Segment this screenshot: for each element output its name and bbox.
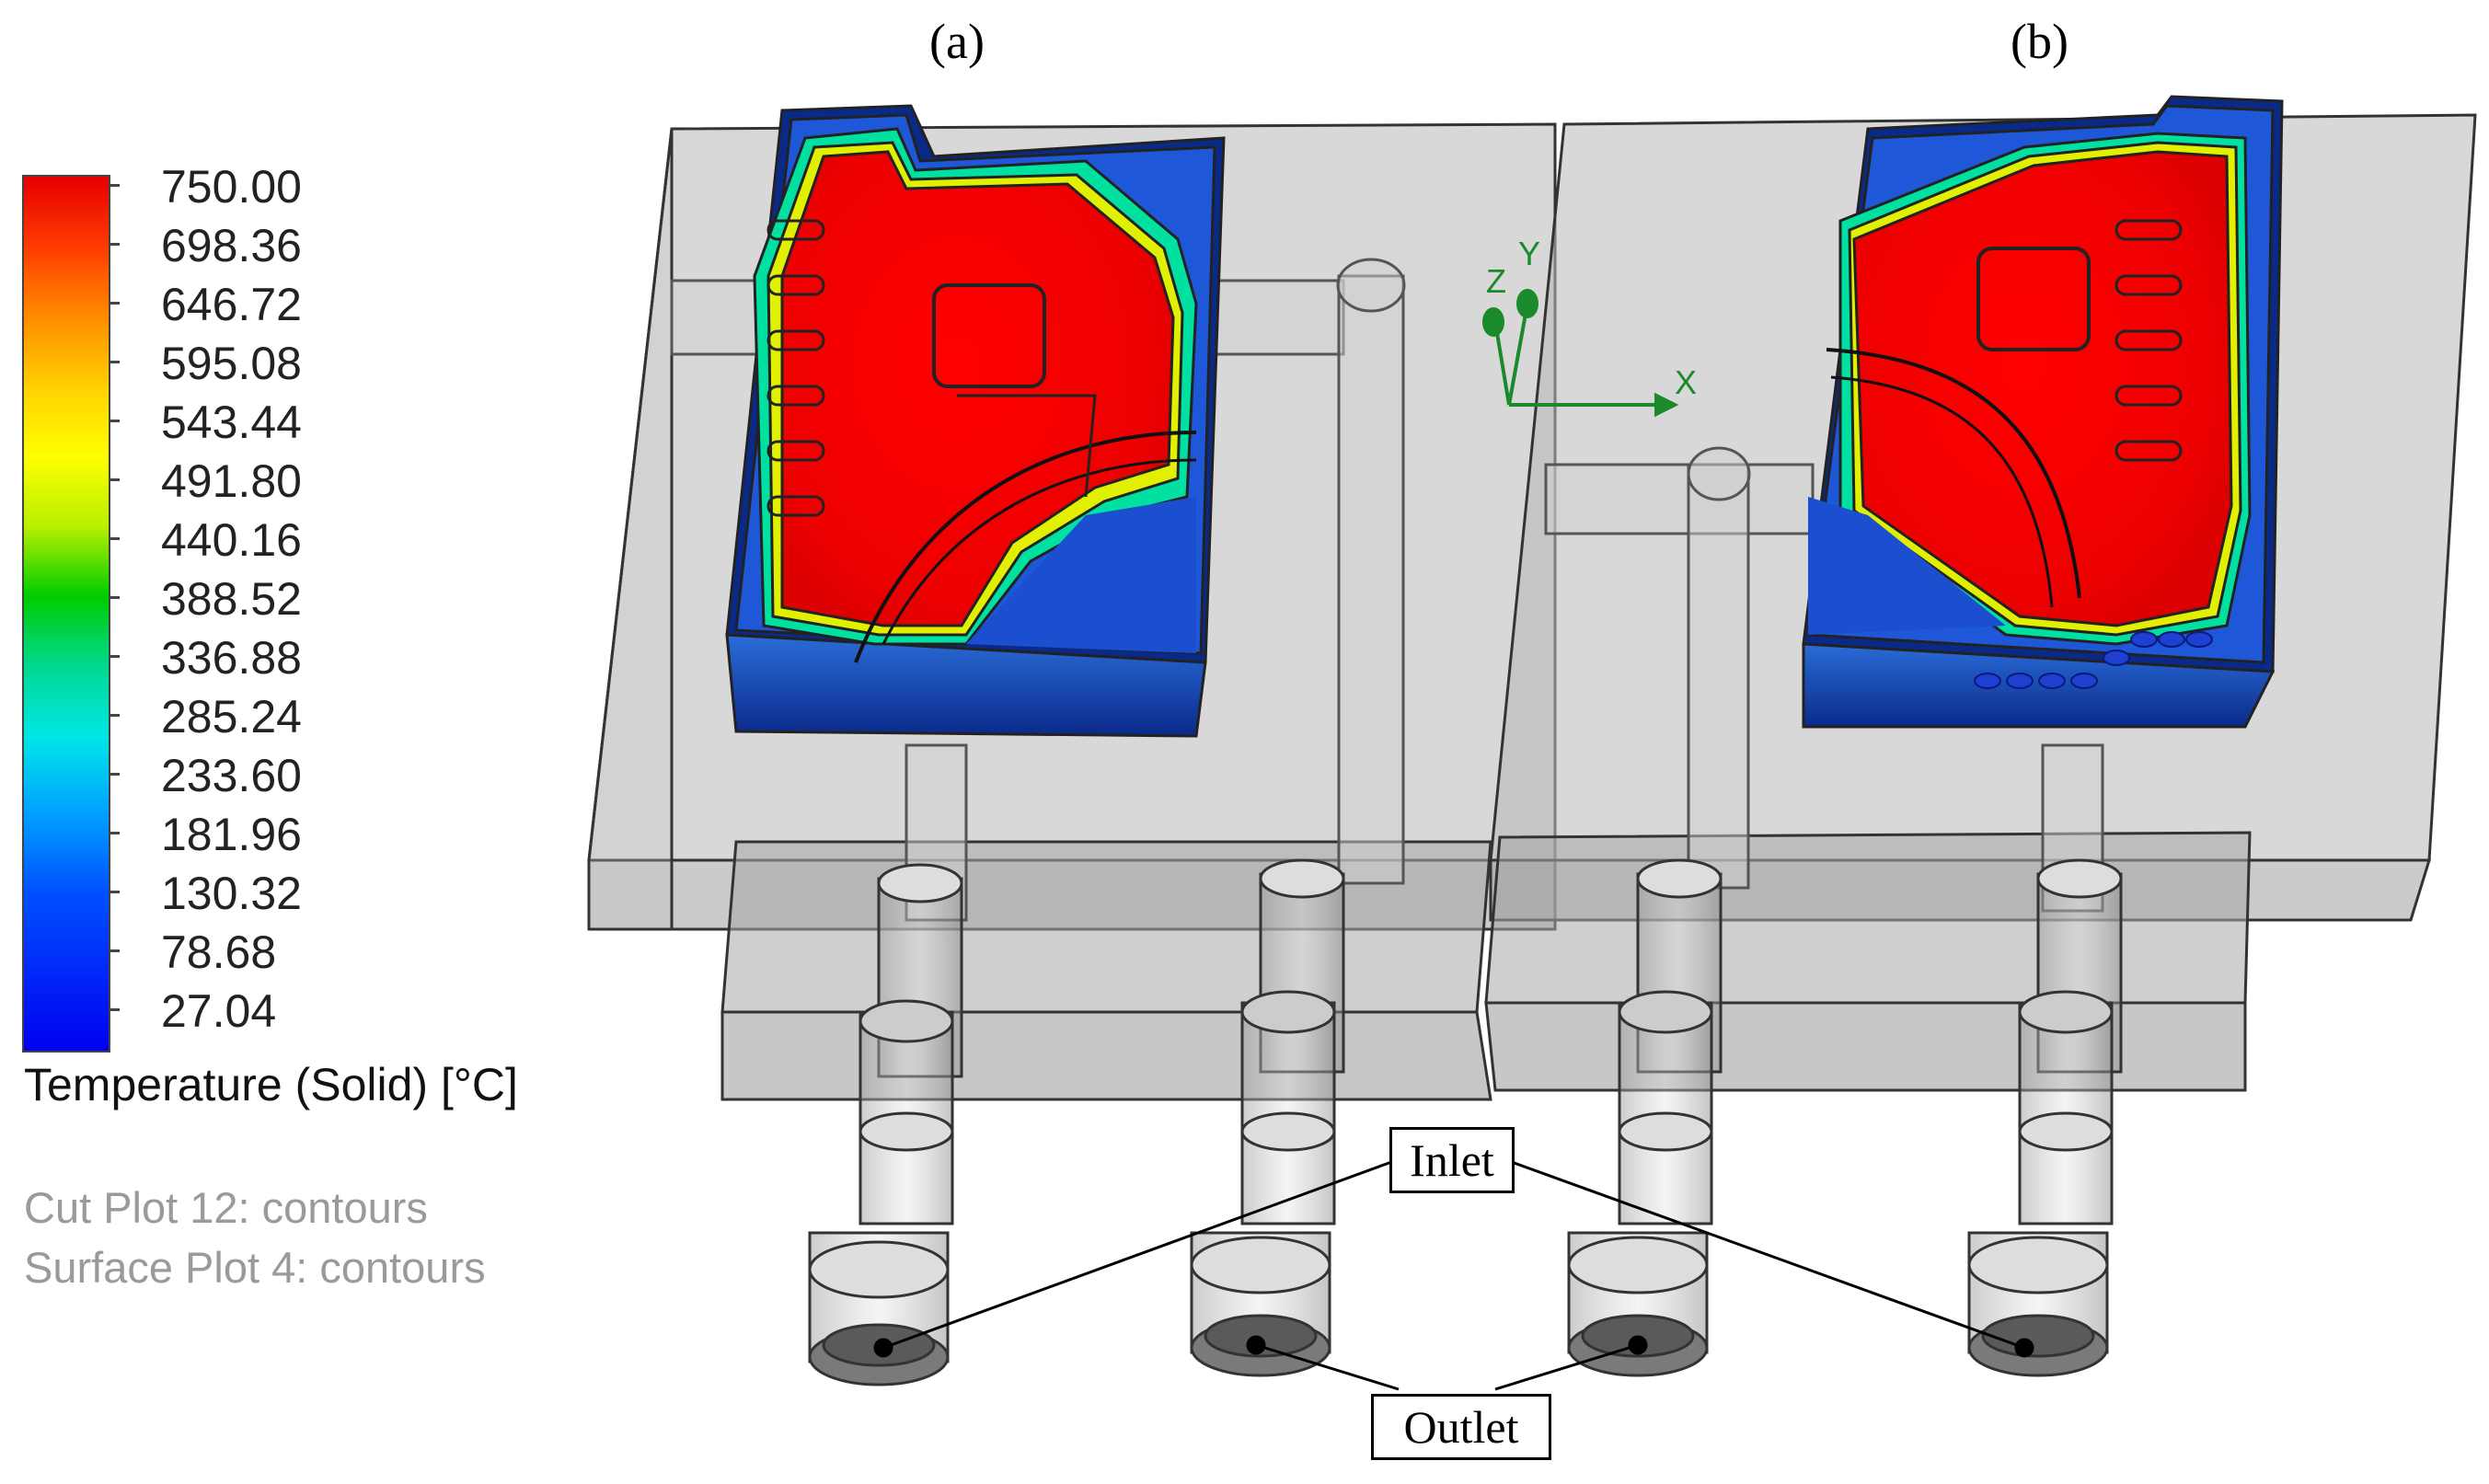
colorbar-tick-mark: [109, 1008, 120, 1011]
nozzle-3: [1567, 858, 1723, 1377]
colorbar-tick-2: 646.72: [161, 279, 302, 330]
mold-insert-b: [1802, 95, 2284, 729]
coordinate-triad: [1482, 289, 1679, 418]
colorbar-tick-11: 181.96: [161, 809, 302, 860]
cut-plot-note: Cut Plot 12: contours: [24, 1183, 428, 1232]
colorbar-tick-mark: [109, 773, 120, 776]
temperature-colorbar: [22, 175, 110, 1053]
colorbar-tick-8: 336.88: [161, 632, 302, 684]
colorbar-tick-mark: [109, 714, 120, 717]
colorbar-tick-mark: [109, 891, 120, 893]
colorbar-tick-mark: [109, 832, 120, 834]
outlet-callout: Outlet: [1371, 1394, 1551, 1460]
panel-label-a: (a): [929, 14, 985, 69]
colorbar-tick-mark: [109, 655, 120, 658]
nozzle-4: [1967, 858, 2123, 1377]
colorbar-tick-14: 27.04: [161, 985, 277, 1037]
axis-y-label: Y: [1518, 235, 1541, 272]
callout-leaders: [873, 1159, 2034, 1391]
colorbar-tick-12: 130.32: [161, 868, 302, 919]
colorbar-tick-mark: [109, 184, 120, 187]
colorbar-tick-1: 698.36: [161, 220, 302, 271]
colorbar-tick-7: 388.52: [161, 573, 302, 625]
colorbar-tick-13: 78.68: [161, 926, 277, 978]
cool-region-a: [966, 497, 1196, 653]
surface-plot-note: Surface Plot 4: contours: [24, 1243, 486, 1292]
colorbar-tick-9: 285.24: [161, 691, 302, 742]
cool-region-b: [1808, 497, 2006, 635]
right-lower-block: [1484, 831, 2252, 1092]
axis-x-label: X: [1675, 363, 1698, 401]
colorbar-tick-mark: [109, 302, 120, 305]
colorbar-tick-3: 595.08: [161, 338, 302, 389]
inlet-callout: Inlet: [1389, 1127, 1515, 1193]
colorbar-tick-mark: [109, 949, 120, 952]
colorbar-tick-10: 233.60: [161, 750, 302, 801]
colorbar-tick-5: 491.80: [161, 455, 302, 507]
colorbar-tick-mark: [109, 537, 120, 540]
colorbar-tick-mark: [109, 243, 120, 246]
panel-label-b: (b): [2011, 14, 2068, 69]
colorbar-tick-mark: [109, 361, 120, 363]
colorbar-tick-0: 750.00: [161, 161, 302, 213]
colorbar-title: Temperature (Solid) [°C]: [24, 1059, 518, 1110]
colorbar-tick-6: 440.16: [161, 514, 302, 566]
colorbar-tick-mark: [109, 478, 120, 481]
axis-z-label: Z: [1486, 262, 1506, 300]
nozzle-2: [1190, 858, 1345, 1377]
colorbar-tick-mark: [109, 420, 120, 422]
colorbar-tick-mark: [109, 596, 120, 599]
colorbar-tick-4: 543.44: [161, 397, 302, 448]
